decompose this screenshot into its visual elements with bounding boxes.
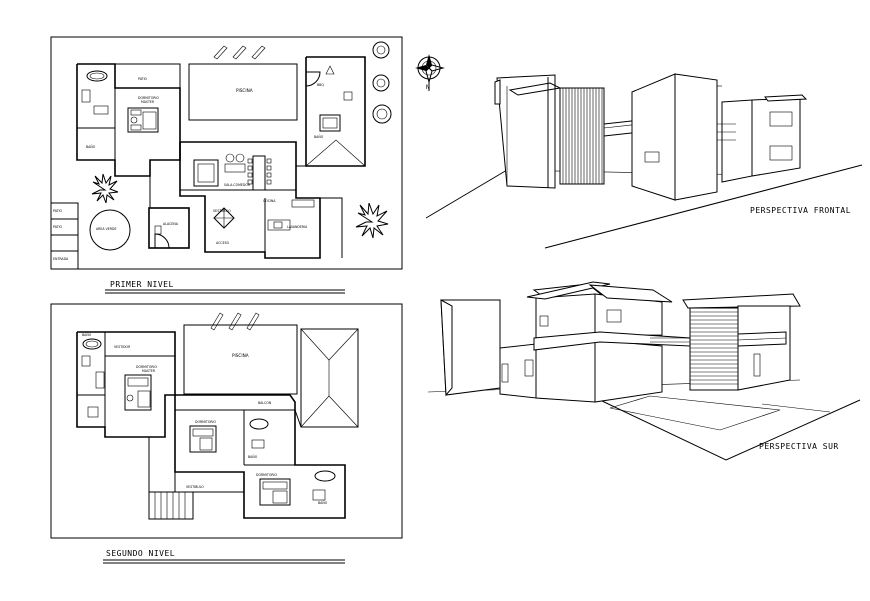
svg-text:BAÑO: BAÑO xyxy=(314,134,324,139)
palm-tree-icon xyxy=(91,173,119,204)
primer-nivel-title: PRIMER NIVEL xyxy=(110,280,174,289)
svg-text:MASTER: MASTER xyxy=(142,369,156,373)
svg-text:AREA VERDE: AREA VERDE xyxy=(96,227,116,231)
svg-text:BAÑO: BAÑO xyxy=(318,500,328,505)
svg-text:COCINA: COCINA xyxy=(263,199,276,203)
svg-text:BAÑO: BAÑO xyxy=(86,144,96,149)
primer-nivel-title-underline xyxy=(105,289,345,294)
svg-text:VESTIBULO: VESTIBULO xyxy=(186,485,204,489)
svg-text:PISCINA: PISCINA xyxy=(232,353,249,358)
palm-tree-icon xyxy=(355,202,389,239)
svg-text:DORMITORIO: DORMITORIO xyxy=(195,420,216,424)
primer-nivel-plan: PISCINA xyxy=(50,36,403,270)
svg-text:PATIO: PATIO xyxy=(53,209,63,213)
svg-text:VESTIBULO: VESTIBULO xyxy=(213,209,231,213)
svg-text:DORMITORIO: DORMITORIO xyxy=(136,365,157,369)
segundo-nivel-plan: PISCINA xyxy=(50,303,403,539)
svg-text:DORMITORIO: DORMITORIO xyxy=(256,473,277,477)
segundo-nivel-title-underline xyxy=(103,559,345,564)
segundo-nivel-title: SEGUNDO NIVEL xyxy=(106,549,176,558)
perspectiva-frontal-drawing xyxy=(425,73,863,249)
svg-text:LAVANDERIA: LAVANDERIA xyxy=(287,225,308,229)
svg-text:BBQ: BBQ xyxy=(317,83,324,87)
svg-text:DORMITORIO: DORMITORIO xyxy=(138,96,159,100)
svg-text:SALA-COMEDOR: SALA-COMEDOR xyxy=(224,183,251,187)
svg-text:MASTER: MASTER xyxy=(141,100,155,104)
svg-text:PISCINA: PISCINA xyxy=(236,88,253,93)
perspectiva-sur-title: PERSPECTIVA SUR xyxy=(759,442,839,451)
svg-text:ACCESO: ACCESO xyxy=(216,241,230,245)
svg-text:VESTIDOR: VESTIDOR xyxy=(114,345,131,349)
compass-icon xyxy=(415,54,445,91)
perspectiva-sur-drawing xyxy=(427,281,861,461)
svg-text:ENTRADA: ENTRADA xyxy=(53,257,69,261)
svg-text:BAÑO: BAÑO xyxy=(248,454,258,459)
svg-text:BALCON: BALCON xyxy=(258,401,272,405)
svg-text:PATIO: PATIO xyxy=(138,77,148,81)
svg-text:PATIO: PATIO xyxy=(53,225,63,229)
svg-text:ALACENA: ALACENA xyxy=(163,222,179,226)
compass-north-label: N xyxy=(426,84,431,91)
perspectiva-frontal-title: PERSPECTIVA FRONTAL xyxy=(750,206,852,215)
svg-text:BAÑO: BAÑO xyxy=(82,332,92,337)
